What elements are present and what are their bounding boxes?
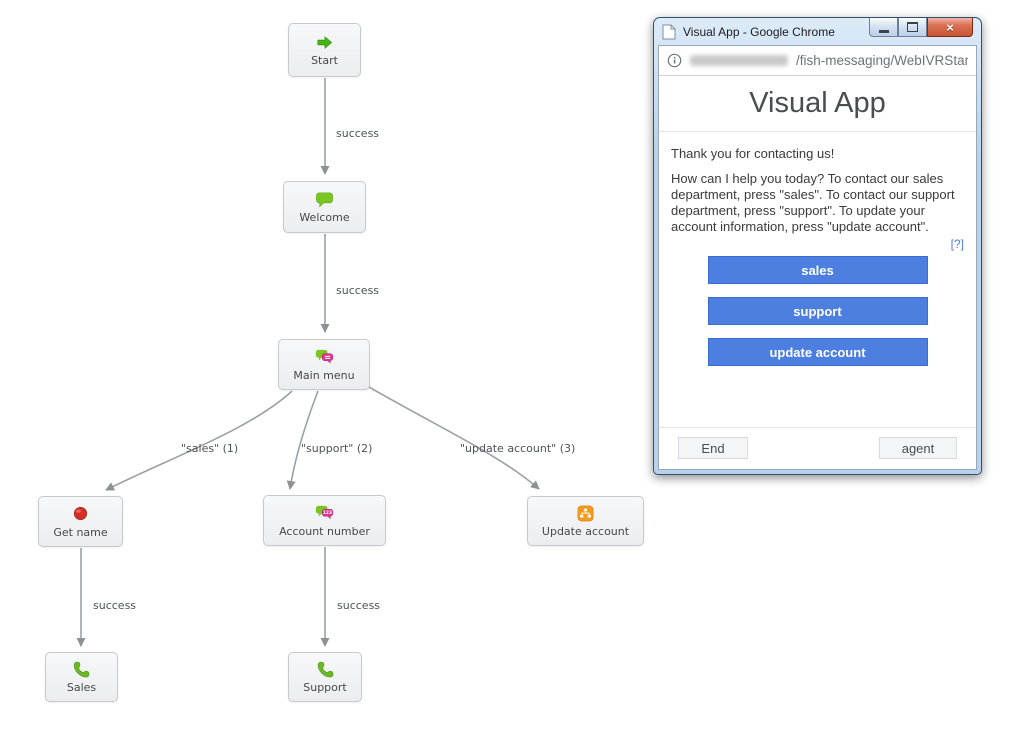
choice-buttons: sales support update account: [671, 256, 964, 366]
node-label: Sales: [66, 681, 97, 694]
divider: [659, 131, 976, 132]
node-update-account[interactable]: Update account: [527, 496, 644, 546]
phone-icon: [316, 660, 335, 678]
number-bubbles-icon: 123: [315, 504, 334, 522]
node-main-menu[interactable]: Main menu: [278, 339, 370, 390]
edge-label-welcome-to-main-menu: success: [336, 284, 380, 297]
node-start[interactable]: Start: [288, 23, 361, 77]
close-button-icon[interactable]: ×: [927, 18, 973, 37]
end-button[interactable]: End: [678, 437, 748, 459]
choice-button-update-account[interactable]: update account: [707, 338, 928, 366]
greeting-text: Thank you for contacting us!: [671, 146, 835, 161]
node-label: Start: [311, 54, 338, 67]
page-icon: [662, 24, 676, 40]
edge-main-menu-to-account-number: [286, 390, 319, 490]
info-icon[interactable]: [667, 53, 682, 68]
address-bar[interactable]: /fish-messaging/WebIVRStar: [659, 46, 976, 76]
minimize-button-icon[interactable]: [869, 18, 898, 37]
page-title: Visual App: [749, 87, 886, 119]
record-icon: [71, 505, 90, 523]
browser-client-area: /fish-messaging/WebIVRStar Visual App Th…: [658, 45, 977, 470]
maximize-button-icon[interactable]: [898, 18, 927, 37]
node-label: Support: [303, 681, 347, 694]
node-label: Account number: [279, 524, 370, 538]
svg-text:123: 123: [323, 510, 332, 516]
window-controls: ×: [869, 18, 973, 37]
page-footer: End agent: [671, 428, 964, 469]
edge-label-main-menu-to-account-number: "support" (2): [301, 442, 373, 455]
node-welcome[interactable]: Welcome: [283, 181, 366, 233]
edge-label-start-to-welcome: success: [336, 127, 380, 140]
node-label: Get name: [53, 525, 108, 539]
divider: [659, 427, 976, 428]
node-support[interactable]: Support: [288, 652, 362, 702]
edge-label-get-name-to-sales: success: [93, 599, 137, 612]
agent-button[interactable]: agent: [879, 437, 957, 459]
web-page: Visual App Thank you for contacting us! …: [659, 76, 976, 469]
menu-bubbles-icon: [315, 348, 334, 366]
edge-label-main-menu-to-update-account: "update account" (3): [460, 442, 576, 455]
node-label: Welcome: [299, 211, 350, 224]
edge-label-main-menu-to-get-name: "sales" (1): [181, 442, 239, 455]
help-link[interactable]: [?]: [950, 237, 964, 251]
choice-button-sales[interactable]: sales: [707, 256, 928, 284]
edge-main-menu-to-get-name: [105, 390, 293, 491]
node-label: Main menu: [293, 368, 355, 382]
sitemap-icon: [576, 504, 595, 522]
node-sales[interactable]: Sales: [45, 652, 118, 702]
url-text: /fish-messaging/WebIVRStar: [796, 53, 968, 68]
window-titlebar[interactable]: Visual App - Google Chrome ×: [654, 18, 981, 45]
choice-button-support[interactable]: support: [707, 297, 928, 325]
phone-icon: [72, 660, 91, 678]
node-get-name[interactable]: Get name: [38, 496, 123, 547]
chrome-popup-window: Visual App - Google Chrome × /fish-messa…: [653, 17, 982, 475]
speech-bubble-icon: [315, 190, 334, 208]
edge-label-account-number-to-support: success: [337, 599, 381, 612]
window-title: Visual App - Google Chrome: [683, 24, 835, 39]
prompt-text: How can I help you today? To contact our…: [671, 171, 955, 234]
arrow-right-icon: [315, 33, 334, 51]
edge-main-menu-to-update-account: [368, 386, 540, 490]
node-label: Update account: [541, 525, 630, 538]
redacted-url-segment: [690, 55, 788, 66]
